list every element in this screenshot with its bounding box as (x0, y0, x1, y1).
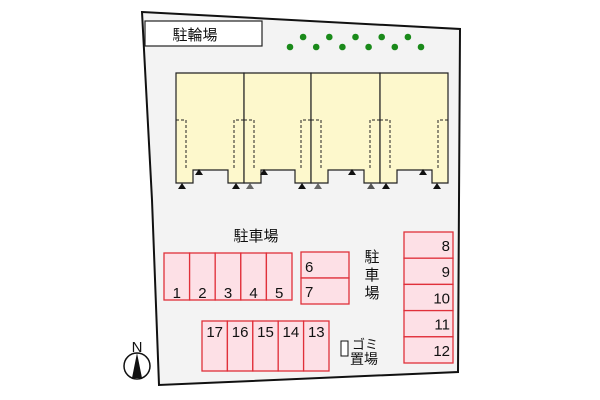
entrance-triangle-icon (433, 183, 441, 189)
bicycle-parking-box (144, 20, 263, 47)
parking-space-number: 15 (257, 324, 274, 341)
unit-stair-outline (380, 119, 391, 168)
apartment-building (175, 72, 449, 184)
entrance-triangle-icon (246, 183, 254, 189)
unit-stair-outline (244, 119, 255, 168)
parking-space-number: 5 (275, 285, 283, 302)
entrance-triangle-icon (348, 169, 356, 175)
parking-space-number: 12 (433, 343, 450, 360)
parking-space-number: 17 (206, 324, 223, 341)
unit-stair-outline (233, 119, 244, 168)
unit-stair-outline (176, 119, 187, 168)
parking-space: 12 (403, 336, 454, 364)
entrance-triangle-icon (382, 183, 390, 189)
parking-space: 2 (188, 252, 216, 302)
tree-dot-icon (299, 33, 307, 41)
entrance-triangle-icon (195, 169, 203, 175)
tree-dot-icon (417, 43, 425, 51)
entrance-triangle-icon (367, 183, 375, 189)
tree-row (286, 33, 425, 51)
building-unit (379, 72, 449, 184)
parking-space: 8 (403, 231, 454, 259)
garbage-label-2: 置場 (350, 352, 378, 368)
bicycle-parking-label: 駐輪場 (172, 26, 217, 44)
parking-space-number: 2 (198, 285, 206, 302)
parking-space-number: 3 (224, 285, 232, 302)
parking-space-number: 11 (434, 317, 450, 334)
parking-space-number: 4 (249, 285, 257, 302)
parking-space-number: 9 (442, 264, 450, 281)
parking-space: 16 (226, 320, 254, 372)
parking-space-number: 7 (305, 284, 313, 301)
parking-label: 駐車場 (233, 227, 278, 245)
entrance-triangle-icon (314, 183, 322, 189)
tree-dot-icon (378, 33, 386, 41)
parking-space-number: 14 (283, 324, 300, 341)
tree-dot-icon (339, 43, 346, 51)
garbage-label-1: ゴミ (352, 337, 378, 353)
parking-space: 13 (302, 320, 330, 372)
parking-vertical-2: 車 (364, 266, 379, 284)
north-arrow-icon: N (123, 339, 151, 380)
parking-space-number: 8 (442, 238, 450, 255)
parking-space: 1 (163, 252, 191, 302)
parking-vertical-1: 駐 (364, 248, 379, 266)
parking-space: 4 (240, 252, 268, 302)
tree-dot-icon (352, 33, 359, 41)
parking-space-number: 16 (232, 324, 249, 341)
parking-space: 17 (201, 320, 229, 372)
parking-space: 14 (277, 320, 305, 372)
parking-space: 11 (403, 309, 454, 338)
parking-space: 3 (214, 252, 242, 302)
parking-space-number: 6 (305, 259, 313, 276)
entrances (178, 169, 441, 189)
entrance-triangle-icon (232, 183, 240, 189)
garbage-icon (340, 340, 349, 357)
parking-space-number: 13 (308, 324, 325, 341)
tree-dot-icon (286, 43, 294, 51)
unit-stair-outline (300, 119, 311, 168)
svg-text:N: N (132, 339, 143, 356)
parking-space: 15 (252, 320, 279, 372)
tree-dot-icon (365, 43, 372, 51)
parking-space: 6 (300, 251, 350, 279)
entrance-triangle-icon (298, 183, 306, 189)
entrance-triangle-icon (419, 169, 427, 175)
tree-dot-icon (391, 43, 399, 51)
parking-space: 10 (403, 283, 454, 312)
parking-space: 7 (300, 277, 350, 305)
parking-space: 5 (265, 252, 293, 302)
parking-space: 9 (403, 257, 454, 286)
unit-stair-outline (311, 119, 322, 168)
unit-stair-outline (437, 119, 448, 168)
entrance-triangle-icon (178, 183, 186, 189)
tree-dot-icon (326, 33, 333, 41)
tree-dot-icon (312, 43, 320, 51)
parking-space-number: 10 (433, 290, 450, 307)
parking-vertical-3: 場 (364, 284, 379, 302)
unit-stair-outline (369, 119, 380, 168)
entrance-triangle-icon (260, 169, 268, 175)
parking-space-number: 1 (173, 285, 181, 302)
tree-dot-icon (404, 33, 412, 41)
